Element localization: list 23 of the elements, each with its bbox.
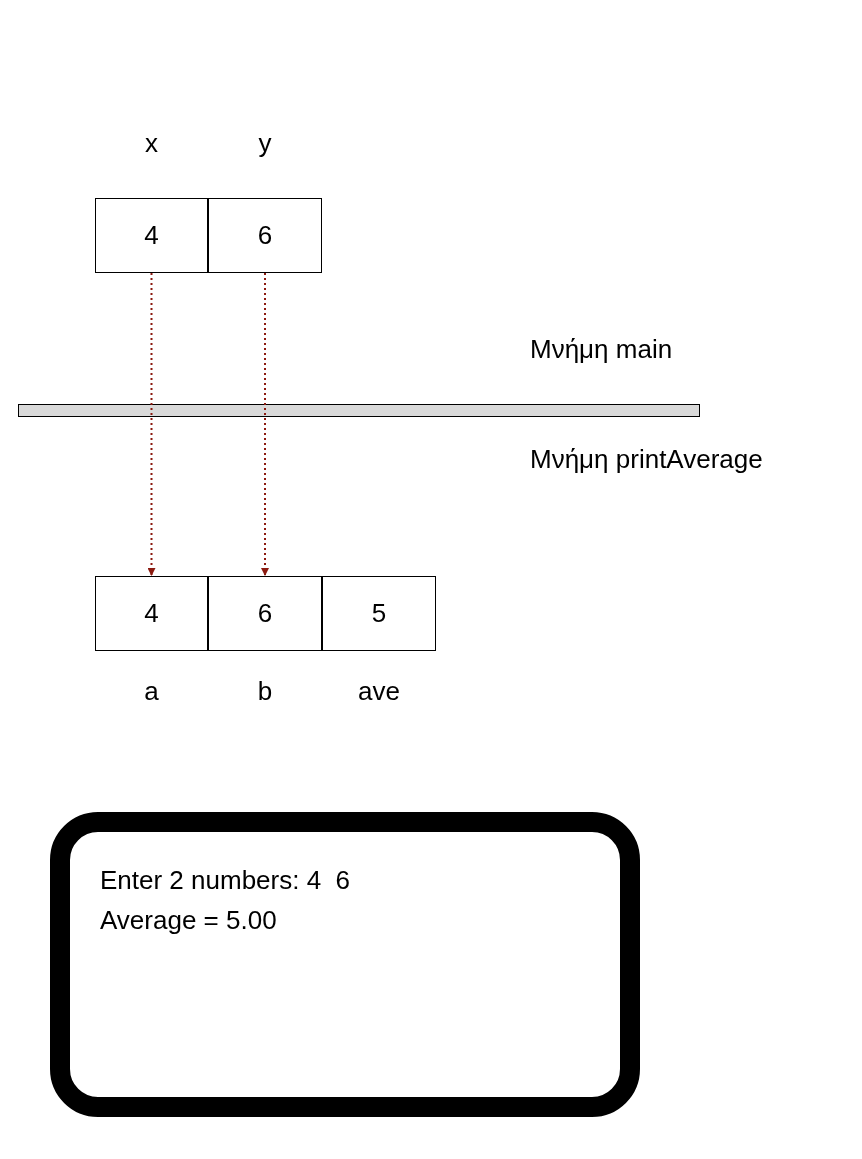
memory-cell [208,198,322,273]
memory-cell [322,576,436,651]
cell-value: 4 [144,220,159,251]
cell-value: 6 [257,598,273,629]
memory-cell [95,198,208,273]
console-screen [50,812,640,1117]
variable-name: a [143,676,160,707]
memory-region-label: Μνήμη main [530,334,673,365]
variable-name: ave [357,676,401,707]
variable-name: y [257,128,273,159]
variable-name: x [144,128,159,159]
memory-cell [208,576,322,651]
cell-value: 6 [257,220,273,251]
cell-value: 5 [371,598,387,629]
variable-name: b [256,676,274,707]
console-output-line: Average = 5.00 [100,904,278,937]
arrow [147,272,156,577]
arrow [261,272,269,577]
separator-bar [18,404,700,417]
memory-cell [95,576,208,651]
cell-value: 4 [144,598,159,629]
memory-region-label: Μνήμη printAverage [530,444,763,475]
console-output-line: Enter 2 numbers: 4 6 [100,864,352,897]
